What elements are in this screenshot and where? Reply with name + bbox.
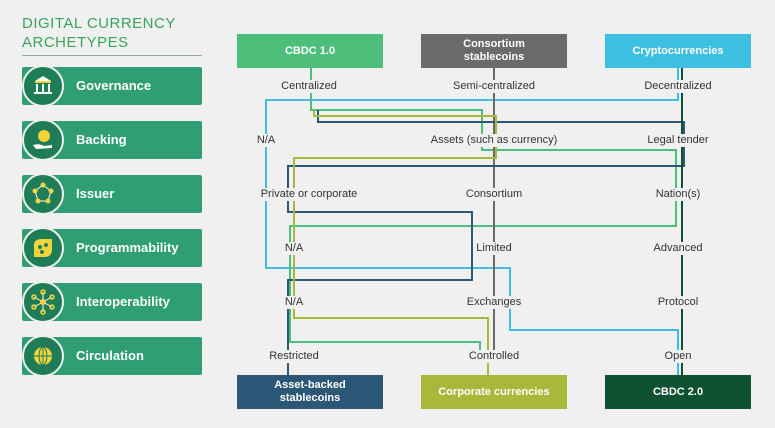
node-interoperability-option-3: Protocol [655,296,701,309]
node-circulation-option-1: Restricted [267,350,321,363]
title-divider [22,55,202,56]
node-backing-option-1: N/A [254,134,278,147]
archetype-box-cbdc-1: CBDC 1.0 [237,34,383,68]
archetype-box-corporate-currencies: Corporate currencies [421,375,567,409]
node-programmability-option-1: N/A [282,242,306,255]
dimension-label: Interoperability [76,294,170,309]
connected-hub-icon [22,281,64,323]
node-interoperability-option-1: N/A [282,296,306,309]
archetype-box-cbdc-2: CBDC 2.0 [605,375,751,409]
node-circulation-option-3: Open [662,350,694,363]
dimension-label: Circulation [76,348,144,363]
dimension-governance: Governance [22,65,202,107]
node-backing-option-3: Legal tender [645,134,711,147]
diagram-title: DIGITAL CURRENCY ARCHETYPES [22,14,176,52]
node-interoperability-option-2: Exchanges [464,296,524,309]
hand-holding-globe-icon [22,119,64,161]
archetype-box-asset-backed-stablecoins: Asset-backed stablecoins [237,375,383,409]
node-governance-option-1: Centralized [279,80,339,93]
node-governance-option-2: Semi-centralized [451,80,537,93]
corporate-currencies-path [293,110,497,375]
archetype-label: CBDC 1.0 [284,44,336,57]
circuit-chip-icon [22,227,64,269]
archetype-label: Asset-backed stablecoins [274,379,346,404]
cryptocurrencies-path [265,68,679,375]
node-issuer-option-2: Consortium [463,188,525,201]
archetype-label: Cryptocurrencies [632,44,724,57]
dimension-label: Governance [76,78,152,93]
node-programmability-option-3: Advanced [651,242,705,255]
archetype-label: CBDC 2.0 [652,385,704,398]
dimension-interoperability: Interoperability [22,281,202,323]
archetype-label: Corporate currencies [438,385,550,398]
title-line-2: ARCHETYPES [22,34,129,51]
dimension-label: Programmability [76,240,179,255]
dimension-label: Backing [76,132,127,147]
dimension-programmability: Programmability [22,227,202,269]
archetype-label: Consortium stablecoins [463,38,525,63]
node-issuer-option-3: Nation(s) [653,188,703,201]
node-backing-option-2: Assets (such as currency) [428,134,560,147]
archetype-box-consortium-stablecoins: Consortium stablecoins [421,34,567,68]
node-programmability-option-2: Limited [474,242,514,255]
government-building-icon [22,65,64,107]
cbdc-1-path [289,68,677,356]
dimension-circulation: Circulation [22,335,202,377]
node-governance-option-3: Decentralized [642,80,714,93]
title-line-1: DIGITAL CURRENCY [22,15,176,32]
asset-backed-stablecoins-path [287,110,685,375]
network-nodes-icon [22,173,64,215]
node-circulation-option-2: Controlled [466,350,522,363]
dimension-backing: Backing [22,119,202,161]
dimension-issuer: Issuer [22,173,202,215]
dimension-label: Issuer [76,186,115,201]
globe-icon [22,335,64,377]
archetype-box-cryptocurrencies: Cryptocurrencies [605,34,751,68]
node-issuer-option-1: Private or corporate [258,188,360,201]
